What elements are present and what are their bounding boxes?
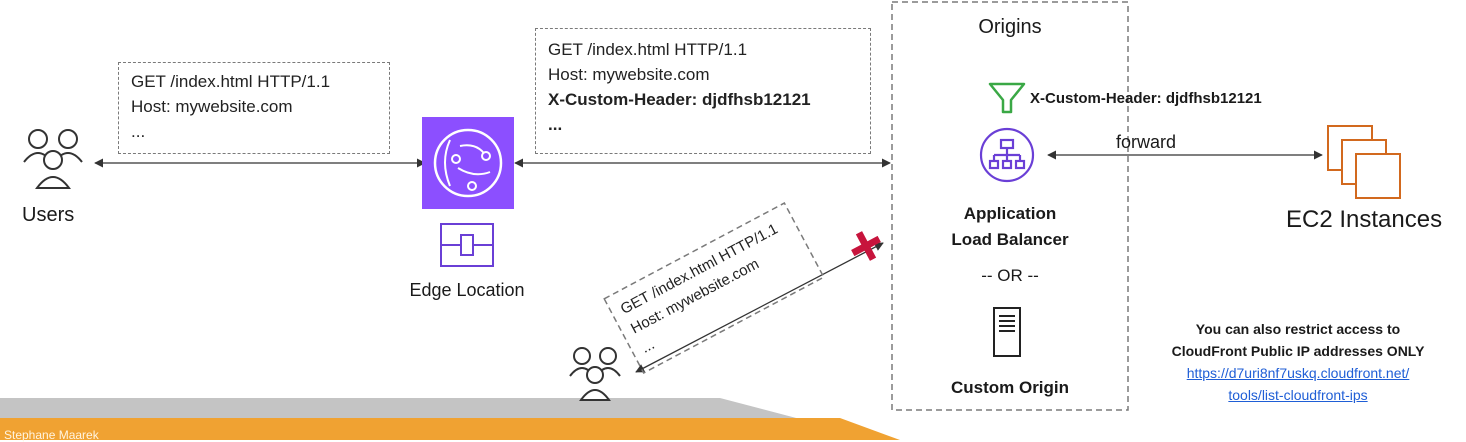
request-box-left: GET /index.html HTTP/1.1 Host: mywebsite… bbox=[118, 62, 390, 154]
alb-label-line2: Load Balancer bbox=[951, 230, 1069, 249]
note-line1: You can also restrict access to bbox=[1195, 321, 1401, 337]
custom-origin-label: Custom Origin bbox=[950, 378, 1070, 397]
direct-users-icon bbox=[569, 347, 621, 401]
footer-author: Stephane Maarek bbox=[4, 428, 99, 442]
edge-location-icon bbox=[440, 223, 494, 267]
origins-title: Origins bbox=[978, 16, 1042, 38]
restriction-note: You can also restrict access to CloudFro… bbox=[1130, 318, 1466, 406]
footer-orange-band bbox=[0, 418, 900, 440]
request-line: GET /index.html HTTP/1.1 bbox=[131, 72, 331, 91]
origins-container bbox=[891, 1, 1129, 411]
blocked-cross-icon bbox=[851, 231, 881, 261]
cloudfront-icon bbox=[422, 117, 514, 209]
users-group-icon bbox=[23, 129, 83, 189]
request-box-right: GET /index.html HTTP/1.1 Host: mywebsite… bbox=[535, 28, 871, 154]
request-line: Host: mywebsite.com bbox=[131, 97, 293, 116]
link-line2[interactable]: tools/list-cloudfront-ips bbox=[1228, 387, 1368, 403]
server-icon bbox=[993, 307, 1021, 357]
alb-label: Application Load Balancer bbox=[892, 201, 1128, 253]
request-line: ... bbox=[131, 122, 146, 141]
link-line1[interactable]: https://d7uri8nf7uskq.cloudfront.net/ bbox=[1186, 365, 1410, 381]
alb-label-line1: Application bbox=[963, 204, 1057, 223]
filter-icon bbox=[988, 82, 1026, 114]
edge-label-text: Edge Location bbox=[409, 280, 525, 300]
cloudfront-ips-link[interactable]: https://d7uri8nf7uskq.cloudfront.net/ to… bbox=[1130, 362, 1466, 406]
users-label: Users bbox=[22, 204, 75, 226]
ec2-instances-label: EC2 Instances bbox=[1286, 206, 1443, 233]
or-separator: -- OR -- bbox=[981, 266, 1039, 285]
request-line: GET /index.html HTTP/1.1 bbox=[548, 40, 748, 59]
custom-header-line: X-Custom-Header: djdfhsb12121 bbox=[548, 90, 811, 109]
edge-location-label: Edge Location bbox=[392, 280, 542, 301]
request-line: Host: mywebsite.com bbox=[548, 65, 710, 84]
filter-header-label: X-Custom-Header: djdfhsb12121 bbox=[1030, 90, 1262, 107]
direct-request-box bbox=[603, 202, 825, 374]
ec2-instances-icon bbox=[1327, 125, 1401, 199]
note-line2: CloudFront Public IP addresses ONLY bbox=[1171, 343, 1425, 359]
direct-user-arrow bbox=[635, 242, 884, 373]
request-line: ... bbox=[548, 115, 563, 134]
alb-icon bbox=[979, 127, 1035, 183]
forward-label: forward bbox=[1116, 132, 1177, 152]
